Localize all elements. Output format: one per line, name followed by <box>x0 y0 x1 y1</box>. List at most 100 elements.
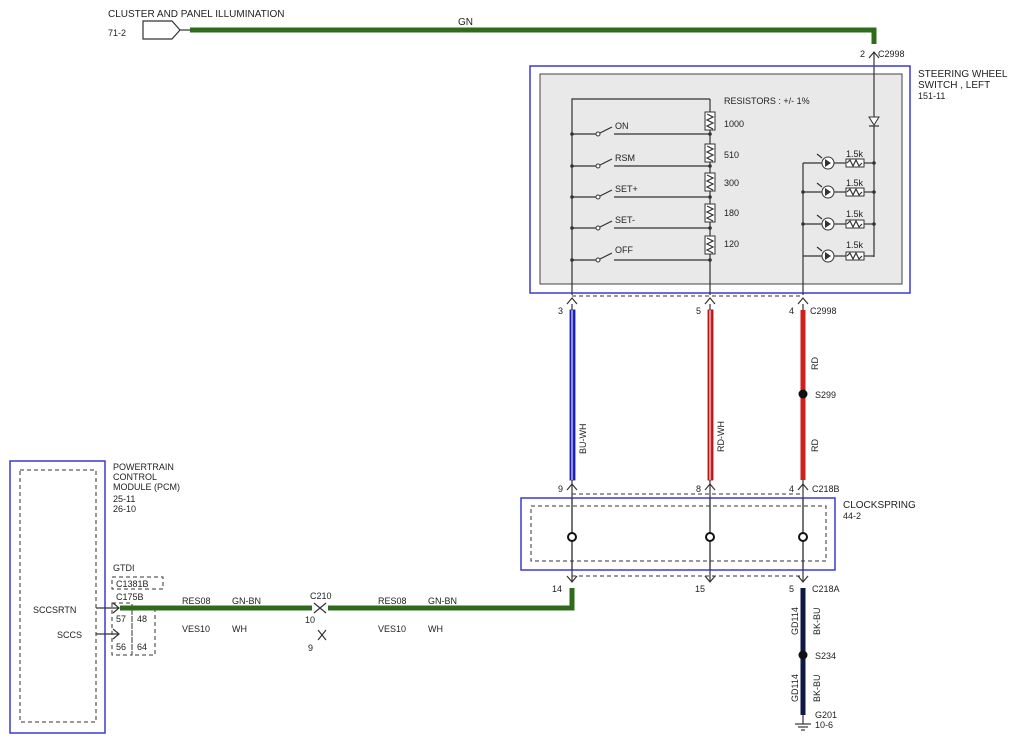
cs-pin-14: 14 <box>552 584 562 594</box>
wire-label-rd-1: RD <box>810 357 820 370</box>
splice-s234 <box>798 650 808 660</box>
switch-label-setplus: SET+ <box>615 184 638 194</box>
gn-bn-label-2: GN-BN <box>428 596 457 606</box>
clockspring-ref: 44-2 <box>843 511 861 521</box>
clockspring-contact-icon <box>705 532 715 542</box>
pcm-pin-sccs: SCCS <box>57 630 82 640</box>
splice-s299 <box>798 389 808 399</box>
pin-2: 2 <box>860 49 865 59</box>
pcm-conn: C175B <box>116 592 144 602</box>
led-resistor-4: 1.5k <box>846 240 864 250</box>
pin-chevron-icon <box>566 297 578 305</box>
cs-pin-8: 8 <box>696 484 701 494</box>
clockspring-contact-icon <box>567 532 577 542</box>
clockspring-contact-icon <box>798 532 808 542</box>
wire-label-rd-2: RD <box>810 439 820 452</box>
resistor-value-180: 180 <box>724 208 739 218</box>
steering-ref: 151-11 <box>918 91 945 101</box>
steering-title-2: SWITCH , LEFT <box>918 80 990 91</box>
wire-label-bu-wh: BU-WH <box>578 424 588 455</box>
resistor-value-1000: 1000 <box>724 119 744 129</box>
led-resistor-2: 1.5k <box>846 178 864 188</box>
ves10-label-2: VES10 <box>378 624 406 634</box>
led-resistor-3: 1.5k <box>846 209 864 219</box>
switch-setplus: SET+ <box>570 184 710 200</box>
source-ref: 71-2 <box>108 28 126 38</box>
wire-res08-b <box>328 588 575 611</box>
gd114-label-1: GD114 <box>790 607 800 635</box>
wh-label-1: WH <box>232 624 247 634</box>
switch-setminus: SET- <box>570 215 710 231</box>
pin-chevron-icon <box>797 575 809 583</box>
resistor-180: 180 <box>704 203 739 223</box>
pcm-pin-sccsrtn: SCCSRTN <box>33 605 76 615</box>
pcm-alt-connector-box <box>111 576 164 590</box>
clockspring-outline <box>520 497 836 571</box>
ves10-label-1: VES10 <box>182 624 210 634</box>
pcm-pin-56: 56 <box>116 642 126 652</box>
pcm-title-2: CONTROL <box>113 472 157 482</box>
c210-pin-10: 10 <box>305 615 315 625</box>
steering-switch-body <box>539 73 903 285</box>
pcm-conn-alt: C1381B <box>116 579 149 589</box>
cs-pin-9: 9 <box>558 484 563 494</box>
ground-ref: 10-6 <box>815 720 833 730</box>
pcm-title-1: POWERTRAIN <box>113 462 174 472</box>
pcm-pin-48: 48 <box>137 614 147 624</box>
switch-label-off: OFF <box>615 245 633 255</box>
pcm-body <box>19 469 97 723</box>
pin-chevron-icon <box>704 575 716 583</box>
connector-arrow-icon <box>142 20 181 40</box>
connector-c218a: C218A <box>812 584 840 594</box>
switch-label-on: ON <box>615 121 629 131</box>
led-1-icon: 1.5k <box>816 149 874 170</box>
pin-chevron-icon <box>797 297 809 305</box>
steering-switch-outline <box>529 65 911 294</box>
resistor-1000: 1000 <box>704 111 744 131</box>
pin-4: 4 <box>789 306 794 316</box>
switch-label-rsm: RSM <box>615 153 635 163</box>
switch-label-setminus: SET- <box>615 215 635 225</box>
pcm-outline <box>9 460 106 734</box>
pin-chevron-icon <box>566 575 578 583</box>
gd114-label-2: GD114 <box>790 674 800 702</box>
led-4-icon: 1.5k <box>803 240 874 263</box>
wire-color-gn: GN <box>458 17 473 28</box>
gn-bn-label-1: GN-BN <box>232 596 261 606</box>
c210-pin-9: 9 <box>308 643 313 653</box>
res08-label-1: RES08 <box>182 596 211 606</box>
cs-pin-15: 15 <box>695 584 705 594</box>
led-2-icon: 1.5k <box>803 178 874 199</box>
clockspring-body <box>530 505 827 562</box>
resistor-note: RESISTORS : +/- 1% <box>724 96 810 106</box>
resistor-value-300: 300 <box>724 178 739 188</box>
resistor-300: 300 <box>704 172 739 192</box>
pin-chevron-icon <box>704 297 716 305</box>
pcm-title-3: MODULE (PCM) <box>113 482 180 492</box>
ground-g201: G201 <box>815 710 837 720</box>
led-resistor-1: 1.5k <box>846 149 864 159</box>
bk-bu-label-1: BK-BU <box>812 607 822 635</box>
steering-title-1: STEERING WHEEL <box>918 69 1008 80</box>
resistor-value-510: 510 <box>724 150 739 160</box>
switch-rsm: RSM <box>570 153 710 169</box>
source-title: CLUSTER AND PANEL ILLUMINATION <box>108 9 285 20</box>
resistor-value-120: 120 <box>724 239 739 249</box>
bk-bu-label-2: BK-BU <box>812 674 822 702</box>
pcm-ref-1: 25-11 <box>113 494 135 504</box>
wire-label-rd-wh: RD-WH <box>716 421 726 452</box>
ground-icon <box>795 715 811 731</box>
connector-c2998-label: C2998 <box>810 306 837 316</box>
connector-c210: C210 <box>310 591 332 601</box>
wh-label-2: WH <box>428 624 443 634</box>
switch-off: OFF <box>570 245 710 263</box>
pcm-pin-64: 64 <box>137 642 147 652</box>
resistor-120: 120 <box>704 235 739 255</box>
pin-3: 3 <box>558 306 563 316</box>
cs-pin-5: 5 <box>789 584 794 594</box>
pcm-variant: GTDI <box>113 563 135 573</box>
splice-s299-label: S299 <box>815 390 836 400</box>
wire-gn-top <box>190 27 877 44</box>
pcm-pin-57: 57 <box>116 614 126 624</box>
